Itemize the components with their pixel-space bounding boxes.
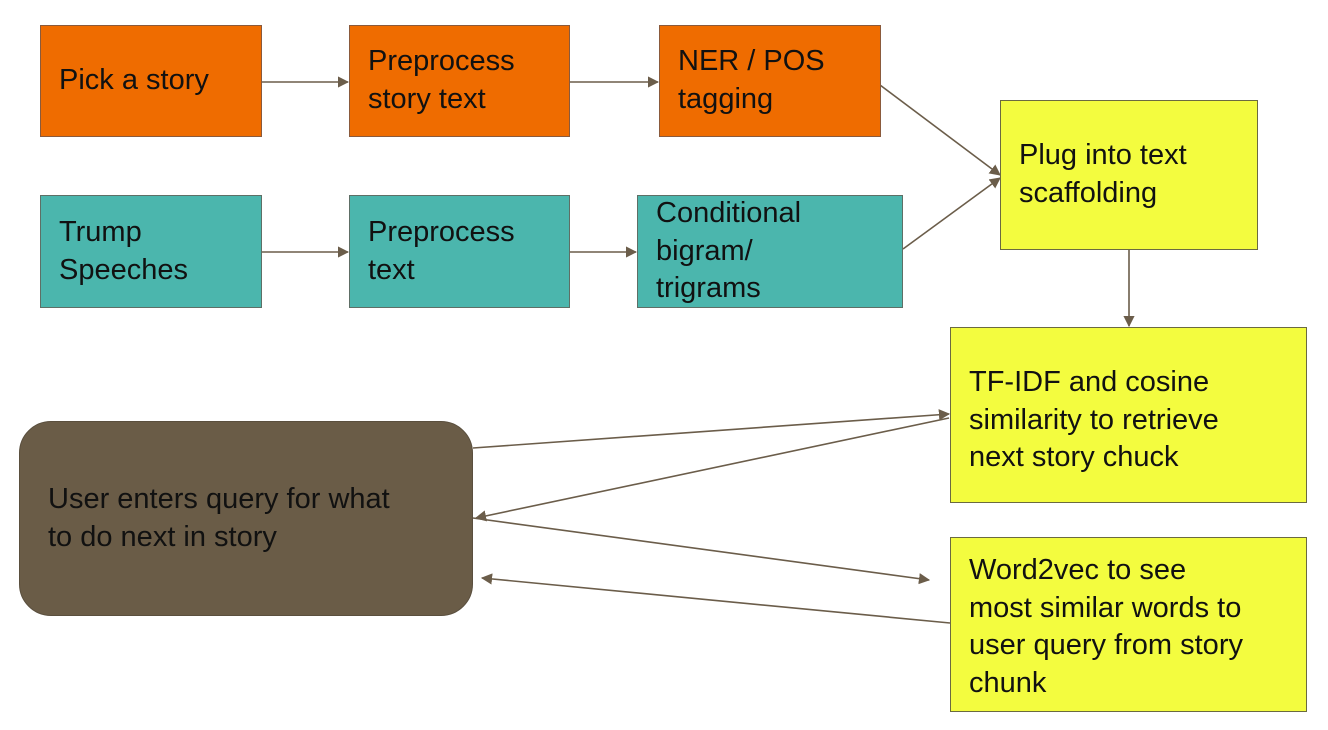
node-pick-story-label: Pick a story: [59, 64, 209, 97]
node-trump-speeches: Trump Speeches: [40, 195, 262, 308]
node-preprocess-story: Preprocess story text: [349, 25, 570, 137]
edge-ngrams-to-scaffolding: [902, 177, 1001, 250]
node-trump-speeches-label: Trump Speeches: [59, 215, 188, 286]
node-preprocess-text-label: Preprocess text: [368, 215, 515, 286]
edge-query-to-tfidf: [472, 409, 951, 449]
node-tfidf-label: TF-IDF and cosine similarity to retrieve…: [969, 366, 1219, 474]
node-ngrams: Conditional bigram/ trigrams: [637, 195, 903, 308]
node-scaffolding-label: Plug into text scaffolding: [1019, 139, 1187, 209]
edge-query-to-word2vec: [472, 517, 931, 585]
edge-tfidf-to-query: [474, 417, 950, 522]
node-pick-story: Pick a story: [40, 25, 262, 137]
node-tfidf: TF-IDF and cosine similarity to retrieve…: [950, 327, 1307, 503]
node-ner-pos: NER / POS tagging: [659, 25, 881, 137]
edge-ner-to-scaffolding: [879, 84, 1001, 176]
node-word2vec-label: Word2vec to see most similar words to us…: [969, 554, 1243, 700]
node-user-query-label: User enters query for what to do next in…: [48, 482, 390, 553]
node-word2vec: Word2vec to see most similar words to us…: [950, 537, 1307, 712]
node-preprocess-text: Preprocess text: [349, 195, 570, 308]
node-preprocess-story-label: Preprocess story text: [368, 45, 515, 115]
node-ner-pos-label: NER / POS tagging: [678, 45, 825, 115]
node-ngrams-label: Conditional bigram/ trigrams: [656, 196, 802, 305]
edge-word2vec-to-query: [480, 573, 951, 624]
node-user-query: User enters query for what to do next in…: [19, 421, 473, 616]
node-scaffolding: Plug into text scaffolding: [1000, 100, 1258, 250]
